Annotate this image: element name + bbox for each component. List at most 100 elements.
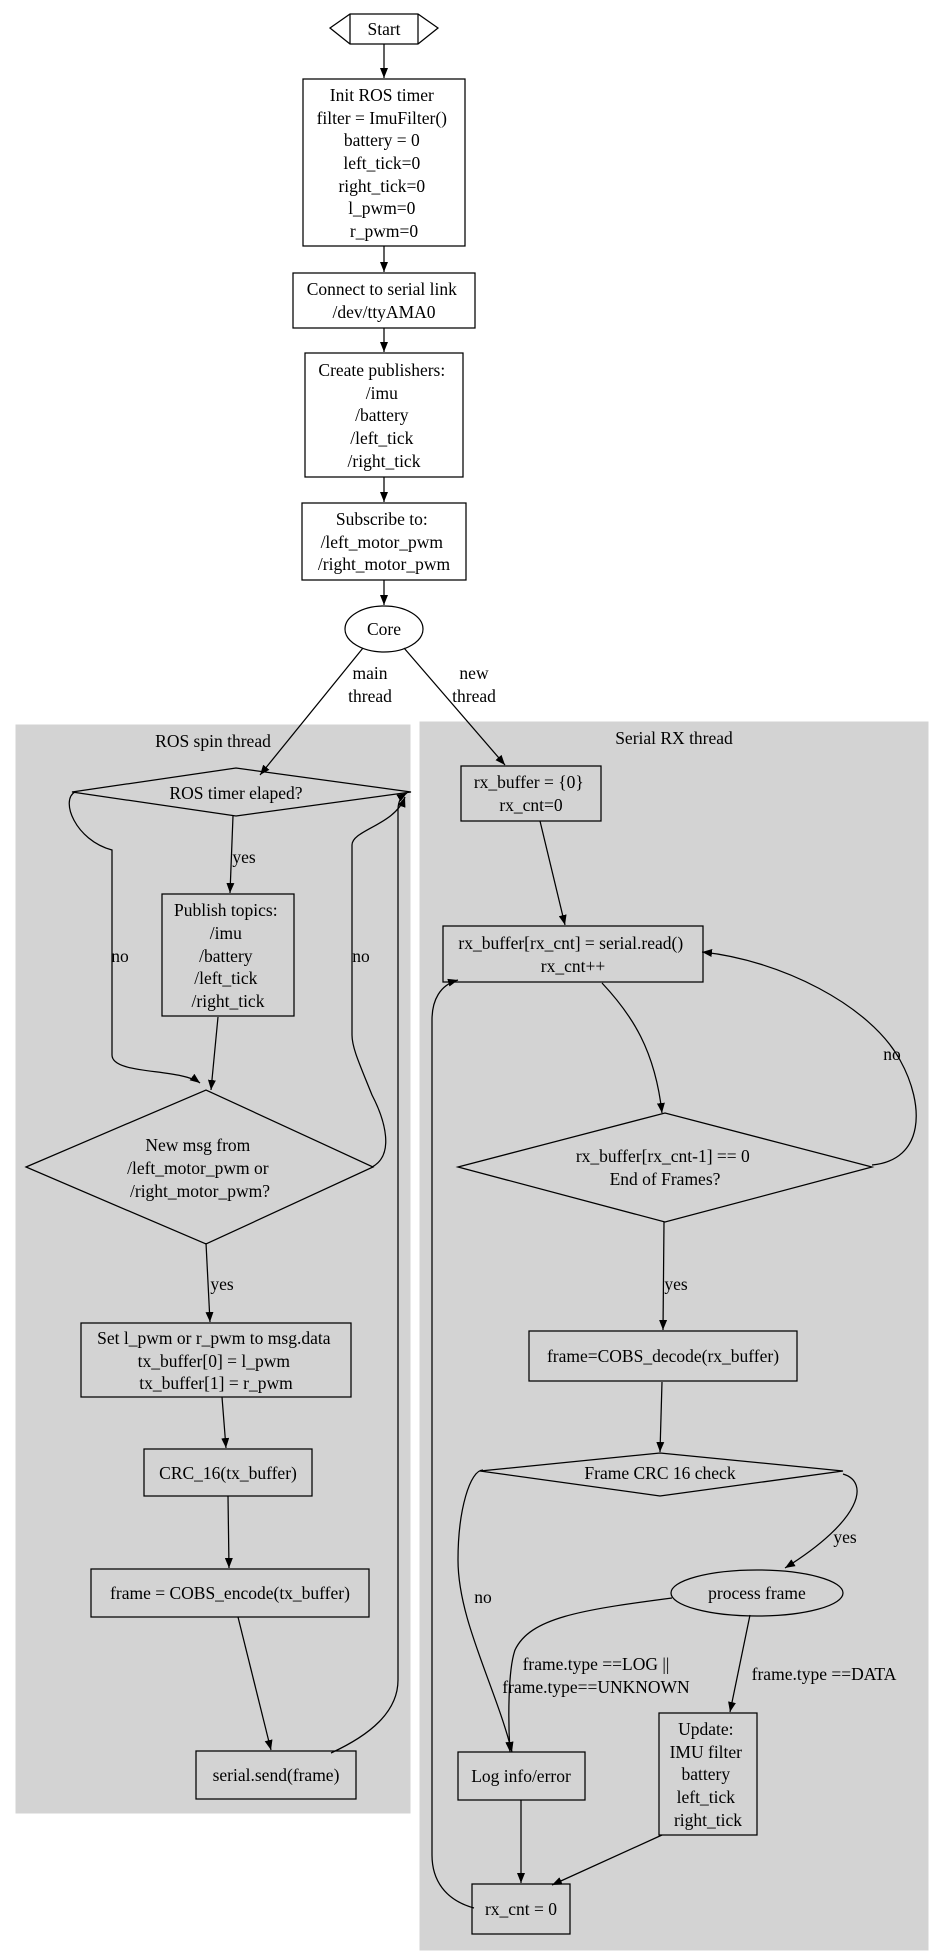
node-send-box xyxy=(195,1750,357,1800)
node-rxread-text: rx_buffer[rx_cnt] = serial.read() rx_cnt… xyxy=(458,933,687,976)
node-log: Log info/error xyxy=(457,1751,586,1801)
node-publishers: Create publishers: /imu /battery /left_t… xyxy=(304,352,464,478)
node-publish-box xyxy=(161,893,295,1017)
node-encode-box xyxy=(90,1568,370,1618)
edge-rxinit-rxread xyxy=(539,820,567,926)
node-encode: frame = COBS_encode(tx_buffer) xyxy=(90,1568,370,1618)
node-update-box xyxy=(658,1712,758,1836)
node-timer-text: ROS timer elaped? xyxy=(169,783,302,803)
node-newmsg-shape xyxy=(24,1089,375,1245)
edge-rxreset-rxread xyxy=(431,978,475,1909)
node-crccheck: Frame CRC 16 check xyxy=(479,1452,844,1497)
edge-publish-newmsg xyxy=(207,1016,219,1091)
node-core-text: Core xyxy=(367,619,401,639)
node-publish-text: Publish topics: /imu /battery /left_tick… xyxy=(174,900,282,1011)
node-rxinit-text: rx_buffer = {0} rx_cnt=0 xyxy=(474,772,588,815)
edge-label-newmsg-no: no xyxy=(352,946,370,966)
node-setpwm: Set l_pwm or r_pwm to msg.data tx_buffer… xyxy=(80,1322,352,1398)
node-send-text: serial.send(frame) xyxy=(213,1765,340,1785)
edge-label-type-log: frame.type ==LOG ||frame.type==UNKNOWN xyxy=(502,1654,690,1697)
edge-crccheck-log xyxy=(457,1469,514,1753)
cluster-serial-rx-thread: Serial RX thread xyxy=(419,721,929,1951)
node-init-text: Init ROS timer filter = ImuFilter() batt… xyxy=(317,85,452,241)
node-publishers-box xyxy=(304,352,464,478)
node-subscribe: Subscribe to: /left_motor_pwm /right_mot… xyxy=(301,502,467,581)
edge-core-timer xyxy=(259,647,364,776)
node-connect-text: Connect to serial link /dev/ttyAMA0 xyxy=(307,279,462,322)
edge-process-log xyxy=(505,1597,673,1753)
node-rxreset-text: rx_cnt = 0 xyxy=(485,1899,557,1919)
node-encode-text: frame = COBS_encode(tx_buffer) xyxy=(110,1583,350,1603)
edge-newmsg-timer xyxy=(351,796,406,1168)
node-newmsg: New msg from /left_motor_pwm or /right_m… xyxy=(24,1089,375,1245)
node-decode: frame=COBS_decode(rx_buffer) xyxy=(528,1330,798,1382)
node-rxreset-box xyxy=(471,1883,571,1935)
node-process-shape xyxy=(670,1569,844,1617)
node-setpwm-text: Set l_pwm or r_pwm to msg.data tx_buffer… xyxy=(97,1328,335,1393)
node-init-box xyxy=(302,78,466,247)
node-rxinit: rx_buffer = {0} rx_cnt=0 xyxy=(460,765,602,822)
edge-label-timer-yes: yes xyxy=(232,847,256,867)
cluster-serial-rx-background xyxy=(419,721,929,1951)
edge-process-update xyxy=(728,1614,751,1713)
node-crc16-box xyxy=(143,1448,313,1497)
edge-label-crc-no: no xyxy=(474,1587,492,1607)
node-timer: ROS timer elaped? xyxy=(71,767,412,817)
node-subscribe-text: Subscribe to: /left_motor_pwm /right_mot… xyxy=(318,509,451,574)
cluster-ros-spin-label: ROS spin thread xyxy=(155,731,271,751)
edge-label-eof-no: no xyxy=(883,1044,901,1064)
edge-label-crc-yes: yes xyxy=(833,1527,857,1547)
node-publish: Publish topics: /imu /battery /left_tick… xyxy=(161,893,295,1017)
edge-encode-send xyxy=(237,1616,273,1751)
node-rxread-box xyxy=(442,925,704,983)
edge-rxread-eof xyxy=(601,982,665,1114)
edge-decode-crccheck xyxy=(656,1381,665,1453)
edge-label-eof-yes: yes xyxy=(664,1274,688,1294)
edge-setpwm-crc16 xyxy=(221,1396,230,1449)
node-crccheck-text: Frame CRC 16 check xyxy=(584,1463,735,1483)
node-eof: rx_buffer[rx_cnt-1] == 0 End of Frames? xyxy=(455,1112,875,1223)
node-crc16-text: CRC_16(tx_buffer) xyxy=(159,1463,297,1483)
node-init: Init ROS timer filter = ImuFilter() batt… xyxy=(302,78,466,247)
node-process: process frame xyxy=(670,1569,844,1617)
node-start-text: Start xyxy=(367,19,400,39)
edge-core-rxinit xyxy=(403,647,506,766)
edge-crccheck-process xyxy=(784,1473,858,1569)
node-rxread: rx_buffer[rx_cnt] = serial.read() rx_cnt… xyxy=(442,925,704,983)
node-connect: Connect to serial link /dev/ttyAMA0 xyxy=(292,272,476,329)
node-rxinit-box xyxy=(460,765,602,822)
node-process-text: process frame xyxy=(708,1583,806,1603)
node-rxreset: rx_cnt = 0 xyxy=(471,1883,571,1935)
edge-label-timer-no: no xyxy=(111,946,129,966)
node-core-shape xyxy=(344,605,424,653)
edge-send-timer xyxy=(330,792,408,1754)
edge-eof-rxread xyxy=(701,949,917,1166)
node-send: serial.send(frame) xyxy=(195,1750,357,1800)
edge-timer-publish xyxy=(226,815,235,894)
node-decode-box xyxy=(528,1330,798,1382)
node-log-box xyxy=(457,1751,586,1801)
edge-newmsg-setpwm xyxy=(205,1242,214,1323)
edges xyxy=(68,44,917,1909)
node-setpwm-box xyxy=(80,1322,352,1398)
edge-update-rxreset xyxy=(551,1834,663,1886)
edge-eof-decode xyxy=(659,1221,668,1331)
node-decode-text: frame=COBS_decode(rx_buffer) xyxy=(547,1346,779,1366)
node-newmsg-text: New msg from /left_motor_pwm or /right_m… xyxy=(127,1135,273,1201)
node-eof-text: rx_buffer[rx_cnt-1] == 0 End of Frames? xyxy=(576,1146,754,1189)
node-timer-shape xyxy=(71,767,412,817)
node-start: Start xyxy=(328,13,440,45)
node-core: Core xyxy=(344,605,424,653)
node-subscribe-box xyxy=(301,502,467,581)
node-log-text: Log info/error xyxy=(471,1766,571,1786)
cluster-ros-spin-thread: ROS spin thread xyxy=(15,724,411,1814)
node-crccheck-shape xyxy=(479,1452,844,1497)
node-crc16: CRC_16(tx_buffer) xyxy=(143,1448,313,1497)
node-update-text: Update: IMU filter battery left_tick rig… xyxy=(670,1719,747,1830)
edge-label-type-data: frame.type ==DATA xyxy=(752,1664,897,1684)
nodes: Start Init ROS timer filter = ImuFilter(… xyxy=(24,13,875,1935)
